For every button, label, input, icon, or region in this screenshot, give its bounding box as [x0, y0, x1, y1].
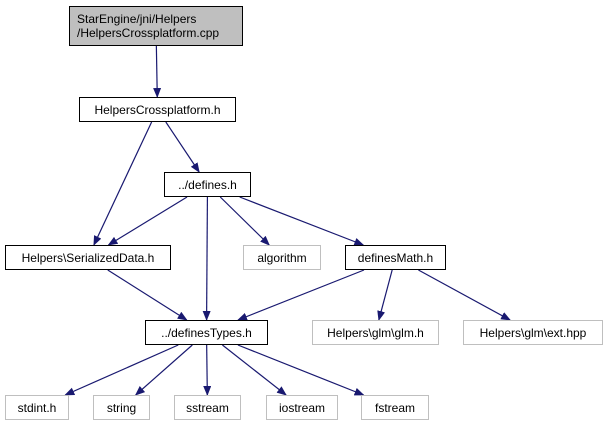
edge-crossplatform_h-to-serialized_data_h: [93, 121, 153, 246]
node-glm-ext-hpp[interactable]: Helpers\glm\ext.hpp: [463, 320, 603, 345]
node-defines-types-h[interactable]: ../definesTypes.h: [145, 320, 268, 345]
node-label-line2: /HelpersCrossplatform.cpp: [77, 26, 220, 40]
node-algorithm[interactable]: algorithm: [243, 245, 321, 270]
node-label: HelpersCrossplatform.h: [94, 102, 221, 117]
node-glm-h[interactable]: Helpers\glm\glm.h: [312, 320, 439, 345]
edge-serialized_data_h-to-defines_types_h: [107, 269, 188, 321]
edge-defines_types_h-to-sstream: [203, 344, 212, 396]
node-helpers-crossplatform-cpp[interactable]: StarEngine/jni/Helpers /HelpersCrossplat…: [69, 6, 243, 46]
node-label: ../definesTypes.h: [161, 325, 252, 340]
node-defines-h[interactable]: ../defines.h: [164, 172, 251, 197]
node-string[interactable]: string: [93, 395, 150, 420]
node-serialized-data-h[interactable]: Helpers\SerializedData.h: [5, 245, 171, 270]
node-stdint-h[interactable]: stdint.h: [5, 395, 69, 420]
node-label: algorithm: [257, 250, 307, 265]
edge-defines_math_h-to-defines_types_h: [237, 269, 365, 321]
node-label: definesMath.h: [357, 250, 434, 265]
edge-crossplatform_h-to-defines_h: [165, 121, 200, 173]
edge-defines_math_h-to-glm_h: [377, 269, 393, 321]
node-label: string: [106, 400, 137, 415]
node-label: Helpers\SerializedData.h: [21, 250, 155, 265]
edge-defines_types_h-to-iostream: [222, 344, 287, 396]
edge-defines_h-to-defines_math_h: [239, 196, 365, 246]
edge-root-to-crossplatform_h: [153, 45, 162, 98]
edge-defines_h-to-algorithm: [219, 196, 270, 246]
node-label: Helpers\glm\ext.hpp: [479, 325, 587, 340]
node-label: ../defines.h: [178, 177, 237, 192]
node-label: fstream: [374, 400, 415, 415]
edge-defines_math_h-to-glm_ext_hpp: [418, 269, 511, 321]
edge-defines_h-to-serialized_data_h: [107, 196, 188, 246]
node-label: Helpers\glm\glm.h: [327, 325, 424, 340]
edge-defines_types_h-to-stdint_h: [64, 344, 179, 396]
node-helpers-crossplatform-h[interactable]: HelpersCrossplatform.h: [79, 97, 236, 122]
edge-defines_types_h-to-string: [134, 344, 193, 396]
node-iostream[interactable]: iostream: [266, 395, 338, 420]
node-fstream[interactable]: fstream: [361, 395, 429, 420]
edge-defines_types_h-to-fstream: [237, 344, 365, 396]
node-label: stdint.h: [17, 400, 57, 415]
edge-defines_h-to-defines_types_h: [202, 196, 211, 321]
node-defines-math-h[interactable]: definesMath.h: [345, 245, 446, 270]
node-label: sstream: [186, 400, 229, 415]
node-sstream[interactable]: sstream: [174, 395, 241, 420]
node-label: iostream: [278, 400, 325, 415]
node-label-line1: StarEngine/jni/Helpers: [77, 12, 197, 26]
